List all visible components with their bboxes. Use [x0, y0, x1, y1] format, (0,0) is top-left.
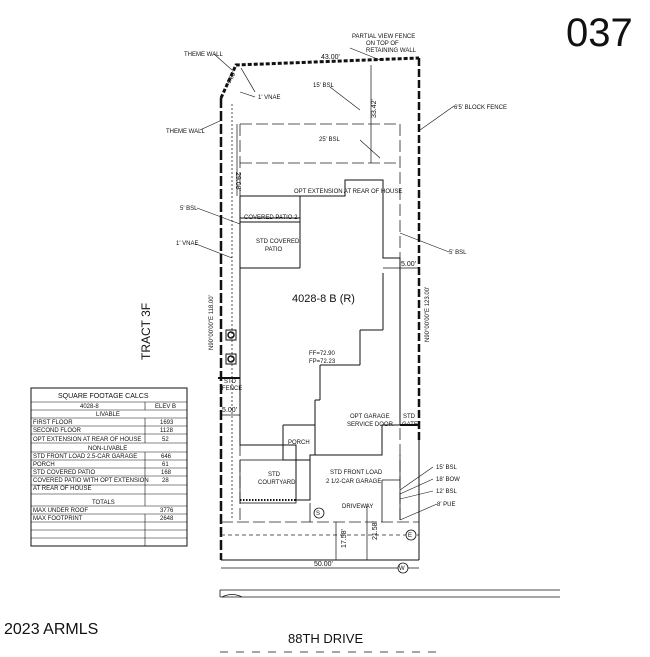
dim-top: 43.00'	[321, 54, 340, 61]
partial-view-fence-label-2: ON TOP OF	[366, 41, 399, 47]
sqft-row-label: STD COVERED PATIO	[33, 470, 95, 476]
ff-label: FF=72.90	[309, 351, 336, 357]
std-covered-patio-label-2: PATIO	[265, 247, 282, 253]
sqft-livable-header: LIVABLE	[96, 412, 120, 418]
sqft-row-label: MAX UNDER ROOF	[33, 508, 88, 514]
sqft-row-label: PORCH	[33, 462, 55, 468]
dim-left-side: N90°00'00"E 118.00'	[209, 295, 215, 350]
theme-wall-top-label: THEME WALL	[184, 52, 223, 58]
dim-side-left: 5.00'	[222, 407, 237, 414]
sqft-row-label-2: AT REAR OF HOUSE	[33, 486, 91, 492]
marker-w-label: W	[399, 566, 405, 572]
partial-view-fence-label-1: PARTIAL VIEW FENCE	[352, 34, 415, 40]
sqft-title: SQUARE FOOTAGE CALCS	[58, 393, 149, 400]
bsl-25-label: 25' BSL	[319, 137, 340, 143]
fence-marks	[218, 377, 419, 426]
marker-s-label: S	[316, 511, 320, 517]
garage-label-1: STD FRONT LOAD	[330, 470, 383, 476]
block-fence-label: 6'5' BLOCK FENCE	[454, 105, 507, 111]
sqft-row-label: STD FRONT LOAD 2.5-CAR GARAGE	[33, 454, 137, 460]
street-lines	[219, 589, 560, 653]
sqft-row-label: SECOND FLOOR	[33, 428, 82, 434]
bsl-15-bottom-label: 15' BSL	[436, 465, 457, 471]
tract-label: TRACT 3F	[139, 303, 153, 360]
bsl-15-top-label: 15' BSL	[313, 83, 334, 89]
dim-corner: 6.80'	[226, 71, 237, 85]
courtyard-label-2: COURTYARD	[258, 480, 296, 486]
bsl-5-right-label: 5' BSL	[449, 250, 467, 256]
house-footprint	[239, 179, 401, 501]
partial-view-fence-label-3: RETAINING WALL	[366, 48, 417, 54]
opt-garage-door-label-2: SERVICE DOOR	[347, 422, 394, 428]
marker-w	[397, 562, 409, 574]
sqft-plan: 4028-8	[80, 404, 99, 410]
dim-front-a: 17.58'	[341, 529, 348, 548]
dim-rear-left: 29.08'	[234, 172, 241, 191]
opt-garage-door-label-1: OPT GARAGE	[350, 414, 390, 420]
callout-leaders	[195, 47, 455, 521]
sqft-row-label: OPT EXTENSION AT REAR OF HOUSE	[33, 437, 141, 443]
theme-wall-left-label: THEME WALL	[166, 129, 205, 135]
sqft-row-value: 52	[162, 437, 169, 443]
opt-extension-label: OPT EXTENSION AT REAR OF HOUSE	[294, 189, 402, 195]
sqft-row-value: 28	[162, 478, 169, 484]
street-name: 88TH DRIVE	[288, 631, 363, 646]
property-boundary	[219, 56, 421, 561]
vnae-top-label: 1' VNAE	[258, 95, 281, 101]
dim-right-side: N90°00'00"E 123.00'	[425, 287, 431, 342]
site-features	[239, 455, 401, 522]
marker-s	[313, 507, 325, 519]
std-covered-patio-label-1: STD COVERED	[256, 239, 300, 245]
sqft-totals-header: TOTALS	[92, 500, 115, 506]
sqft-row-value: 1693	[160, 420, 174, 426]
dim-rear-setback: 33.42'	[371, 99, 378, 118]
courtyard-label-1: STD	[268, 472, 281, 478]
garage-label-2: 2 1/2-CAR GARAGE	[326, 479, 381, 485]
sqft-row-label: MAX FOOTPRINT	[33, 516, 83, 522]
marker-e-label: E	[408, 533, 412, 539]
vnae-side-label: 1' VNAE	[176, 241, 199, 247]
std-gate-label-1: STD	[403, 414, 416, 420]
sqft-row-value: 168	[161, 470, 172, 476]
bsl-12-label: 12' BSL	[436, 489, 457, 495]
sqft-row-label: COVERED PATIO WITH OPT EXTENSION	[33, 478, 149, 484]
copyright: 2023 ARMLS	[4, 621, 98, 638]
sqft-table: SQUARE FOOTAGE CALCS 4028-8 ELEV B LIVAB…	[30, 387, 188, 547]
model-label: 4028-8 B (R)	[292, 293, 355, 305]
sqft-non-livable-header: NON-LIVABLE	[88, 446, 127, 452]
sqft-row-value: 2648	[160, 516, 174, 522]
std-fence-label-2: FENCE	[222, 386, 242, 392]
std-fence-label-1: STD	[224, 379, 237, 385]
sqft-row-value: 1128	[160, 428, 174, 434]
pue-8-label: 8' PUE	[437, 502, 456, 508]
setback-lines	[221, 104, 419, 536]
std-gate-label-2: GATE	[402, 422, 418, 428]
utility-boxes	[225, 329, 237, 365]
sqft-elev: ELEV B	[155, 404, 176, 410]
sqft-row-value: 646	[161, 454, 172, 460]
dim-bottom: 50.00'	[314, 561, 333, 568]
bow-18-label: 18' BOW	[436, 477, 460, 483]
dimension-lines	[221, 65, 419, 569]
lot-number: 037	[566, 11, 633, 55]
sqft-row-value: 3776	[160, 508, 174, 514]
marker-e	[405, 529, 417, 541]
porch-label: PORCH	[288, 440, 310, 446]
fp-label: FP=72.23	[309, 359, 336, 365]
map-markers	[313, 507, 417, 574]
driveway-label: DRIVEWAY	[342, 504, 373, 510]
bsl-5-left-label: 5' BSL	[180, 206, 198, 212]
sqft-row-label: FIRST FLOOR	[33, 420, 73, 426]
dim-front-b: 21.58'	[372, 521, 379, 540]
covered-patio-2-label: COVERED PATIO 2	[244, 215, 298, 221]
sqft-row-value: 61	[162, 462, 169, 468]
dim-side-right: 5.00'	[401, 261, 416, 268]
